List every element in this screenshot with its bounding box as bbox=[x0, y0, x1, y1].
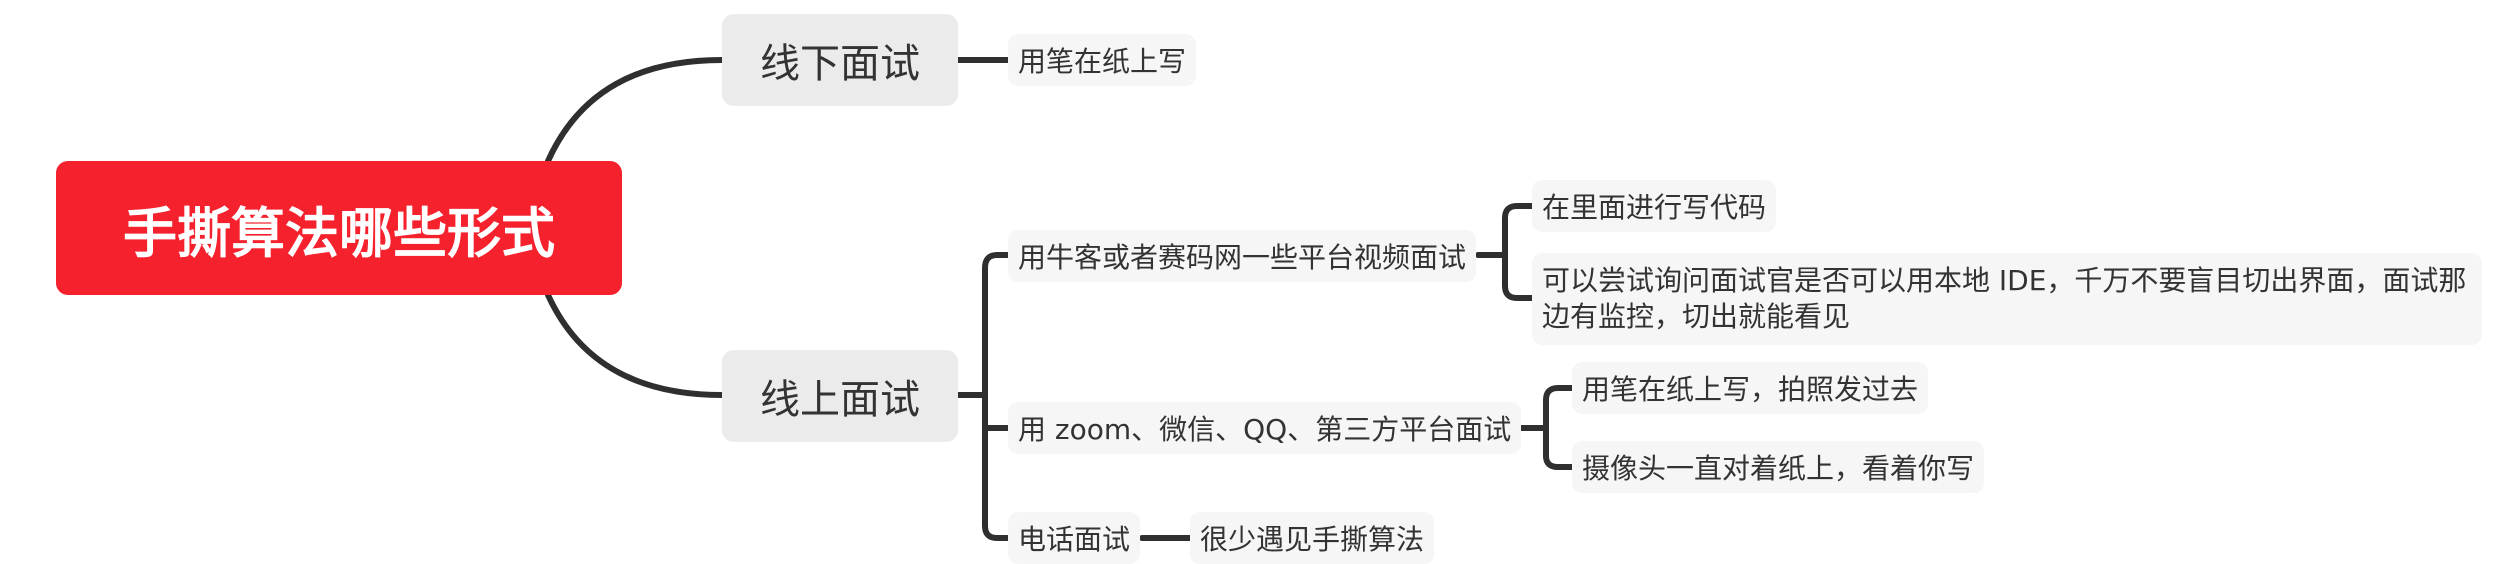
link-zoom-leaves bbox=[1517, 385, 1575, 470]
topic-rarely-handwrite[interactable]: 很少遇见手撕算法 bbox=[1190, 512, 1435, 564]
topic-niuke-platform[interactable]: 用牛客或者赛码网一些平台视频面试 bbox=[1008, 230, 1477, 282]
branch-offline-interview[interactable]: 线下面试 bbox=[722, 14, 958, 106]
topic-write-code-inside[interactable]: 在里面进行写代码 bbox=[1532, 180, 1777, 232]
root-topic[interactable]: 手撕算法哪些形式 bbox=[56, 161, 622, 295]
topic-photo-upload-label: 用笔在纸上写，拍照发过去 bbox=[1582, 373, 1919, 406]
root-topic-label: 手撕算法哪些形式 bbox=[123, 201, 555, 265]
link-root-offline bbox=[545, 57, 725, 164]
topic-zoom-wechat-qq-label: 用 zoom、微信、QQ、第三方平台面试 bbox=[1018, 413, 1512, 446]
topic-rarely-handwrite-label: 很少遇见手撕算法 bbox=[1200, 523, 1425, 556]
topic-ask-local-ide-label: 可以尝试询问面试官是否可以用本地 IDE，千万不要盲目切出界面，面试那边有监控，… bbox=[1542, 264, 2467, 333]
topic-write-code-inside-label: 在里面进行写代码 bbox=[1542, 191, 1767, 224]
branch-online-interview[interactable]: 线上面试 bbox=[722, 350, 958, 442]
topic-photo-upload[interactable]: 用笔在纸上写，拍照发过去 bbox=[1572, 362, 1929, 414]
topic-niuke-platform-label: 用牛客或者赛码网一些平台视频面试 bbox=[1018, 241, 1467, 274]
topic-camera-on-paper[interactable]: 摄像头一直对着纸上，看着你写 bbox=[1572, 441, 1985, 493]
link-root-online bbox=[545, 292, 725, 398]
topic-phone-interview-label: 电话面试 bbox=[1018, 523, 1131, 556]
link-online-children bbox=[955, 252, 1011, 541]
topic-ask-local-ide[interactable]: 可以尝试询问面试官是否可以用本地 IDE，千万不要盲目切出界面，面试那边有监控，… bbox=[1532, 253, 2482, 345]
topic-zoom-wechat-qq[interactable]: 用 zoom、微信、QQ、第三方平台面试 bbox=[1008, 402, 1522, 454]
topic-pen-paper-label: 用笔在纸上写 bbox=[1018, 45, 1187, 78]
link-niuke-leaves bbox=[1475, 203, 1535, 301]
branch-offline-label: 线下面试 bbox=[760, 41, 920, 87]
branch-online-label: 线上面试 bbox=[760, 377, 920, 423]
topic-phone-interview[interactable]: 电话面试 bbox=[1008, 512, 1141, 564]
topic-camera-on-paper-label: 摄像头一直对着纸上，看着你写 bbox=[1582, 452, 1975, 485]
topic-pen-paper[interactable]: 用笔在纸上写 bbox=[1008, 34, 1197, 86]
